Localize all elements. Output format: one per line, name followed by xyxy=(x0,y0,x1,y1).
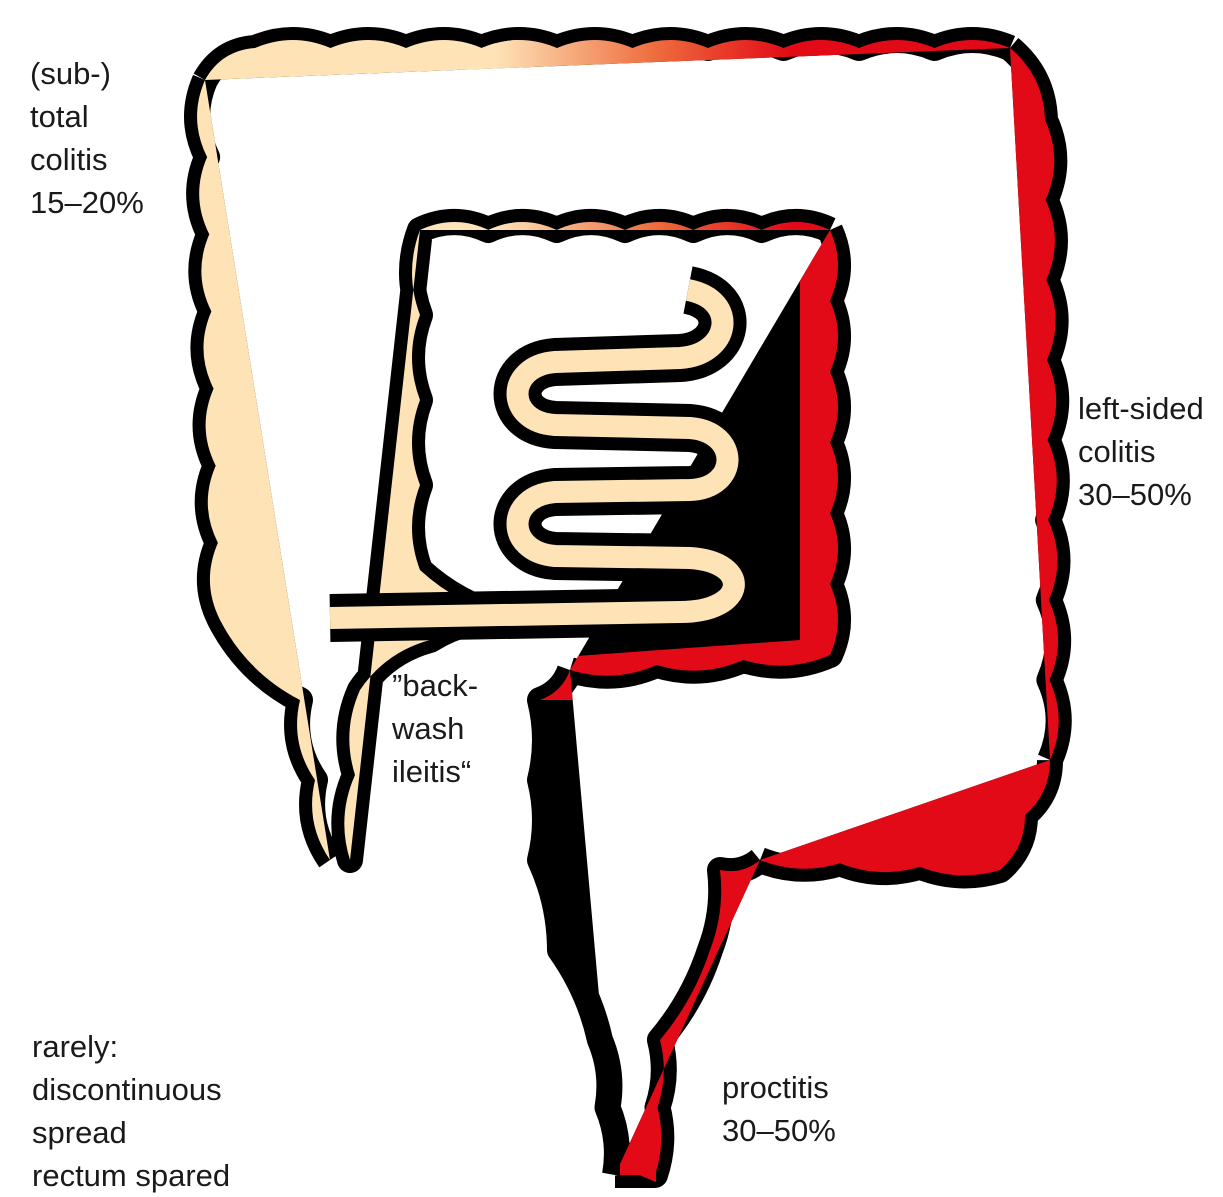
label-rarely-discontinuous: rarely: discontinuous spread rectum spar… xyxy=(32,1025,230,1197)
label-line: discontinuous xyxy=(32,1068,230,1111)
label-total-colitis: (sub-) total colitis 15–20% xyxy=(30,52,144,224)
label-line: ileitis“ xyxy=(392,750,478,793)
label-line: (sub-) xyxy=(30,52,144,95)
label-line: 30–50% xyxy=(722,1109,836,1152)
label-line: left-sided xyxy=(1078,387,1204,430)
label-backwash-ileitis: ”back- wash ileitis“ xyxy=(392,664,478,793)
label-line: total xyxy=(30,95,144,138)
label-line: colitis xyxy=(1078,430,1204,473)
label-line: spread xyxy=(32,1111,230,1154)
label-line: 15–20% xyxy=(30,181,144,224)
label-line: 30–50% xyxy=(1078,473,1204,516)
label-left-sided-colitis: left-sided colitis 30–50% xyxy=(1078,387,1204,516)
label-line: rectum spared xyxy=(32,1154,230,1197)
label-line: proctitis xyxy=(722,1066,836,1109)
label-line: wash xyxy=(392,707,478,750)
label-line: rarely: xyxy=(32,1025,230,1068)
label-line: ”back- xyxy=(392,664,478,707)
label-proctitis: proctitis 30–50% xyxy=(722,1066,836,1152)
label-line: colitis xyxy=(30,138,144,181)
